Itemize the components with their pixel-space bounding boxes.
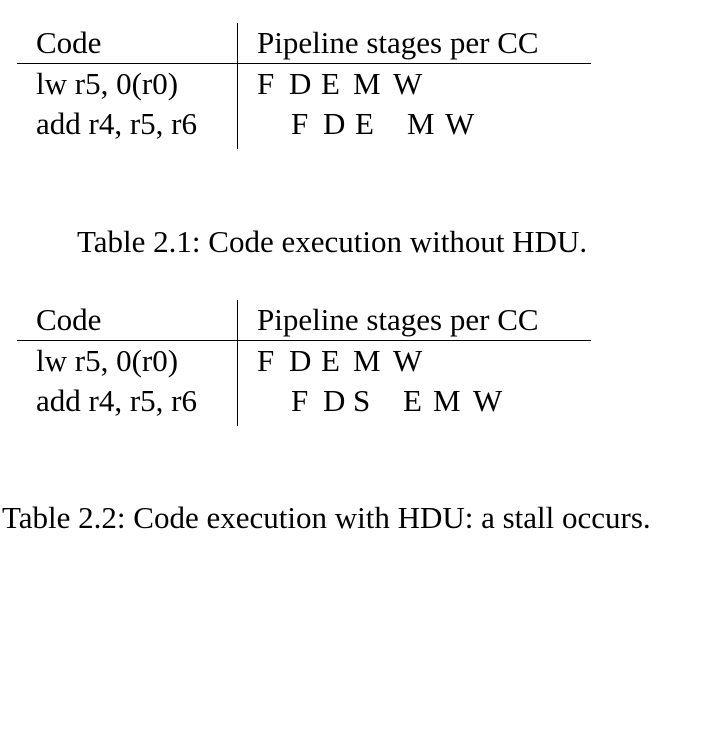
stage-label: D (289, 343, 312, 378)
stage-label: F (257, 66, 275, 101)
stage-label: M (353, 66, 381, 101)
stage-label: E (355, 106, 374, 141)
table-header-row: Code Pipeline stages per CC (17, 300, 591, 340)
code-cell: add r4, r5, r6 (36, 383, 197, 418)
table-row: lw r5, 0(r0) F D E M W (17, 341, 591, 381)
column-divider (237, 23, 238, 149)
stage-label: S (353, 383, 371, 418)
header-rule (17, 340, 591, 341)
stage-label: E (403, 383, 422, 418)
stages-cell: F D E M W (257, 341, 422, 621)
stage-label: M (353, 343, 381, 378)
stage-label: D (323, 106, 346, 141)
table-caption: Table 2.2: Code execution with HDU: a st… (2, 500, 651, 535)
stage-label: D (289, 66, 312, 101)
stage-label: W (445, 106, 475, 141)
column-divider (237, 300, 238, 426)
header-rule (17, 63, 591, 64)
stage-label: M (433, 383, 461, 418)
stage-label: M (407, 106, 435, 141)
stages-cell: F D E M W (257, 104, 474, 424)
stage-label: D (323, 383, 346, 418)
table-without-hdu: Code Pipeline stages per CC lw r5, 0(r0)… (17, 23, 591, 149)
header-pipeline-stages: Pipeline stages per CC (257, 25, 539, 60)
header-pipeline-stages: Pipeline stages per CC (257, 302, 539, 337)
table-row: add r4, r5, r6 F D E M W (17, 104, 591, 144)
table-row: lw r5, 0(r0) F D E M W (17, 64, 591, 104)
stage-label: W (393, 343, 423, 378)
code-cell: lw r5, 0(r0) (36, 343, 179, 378)
table-row: add r4, r5, r6 F D S E M W (17, 381, 591, 421)
header-code: Code (36, 302, 102, 337)
stages-cell: F D S E M W (257, 381, 502, 741)
table-header-row: Code Pipeline stages per CC (17, 23, 591, 63)
stages-cell: F D E M W (257, 64, 422, 344)
stage-label: E (321, 66, 340, 101)
stage-label: F (291, 383, 309, 418)
stage-label: E (321, 343, 340, 378)
stage-label: F (257, 343, 275, 378)
header-code: Code (36, 25, 102, 60)
table-caption: Table 2.1: Code execution without HDU. (77, 224, 588, 259)
stage-label: F (291, 106, 309, 141)
code-cell: add r4, r5, r6 (36, 106, 197, 141)
code-cell: lw r5, 0(r0) (36, 66, 179, 101)
table-with-hdu: Code Pipeline stages per CC lw r5, 0(r0)… (17, 300, 591, 426)
stage-label: W (473, 383, 503, 418)
stage-label: W (393, 66, 423, 101)
